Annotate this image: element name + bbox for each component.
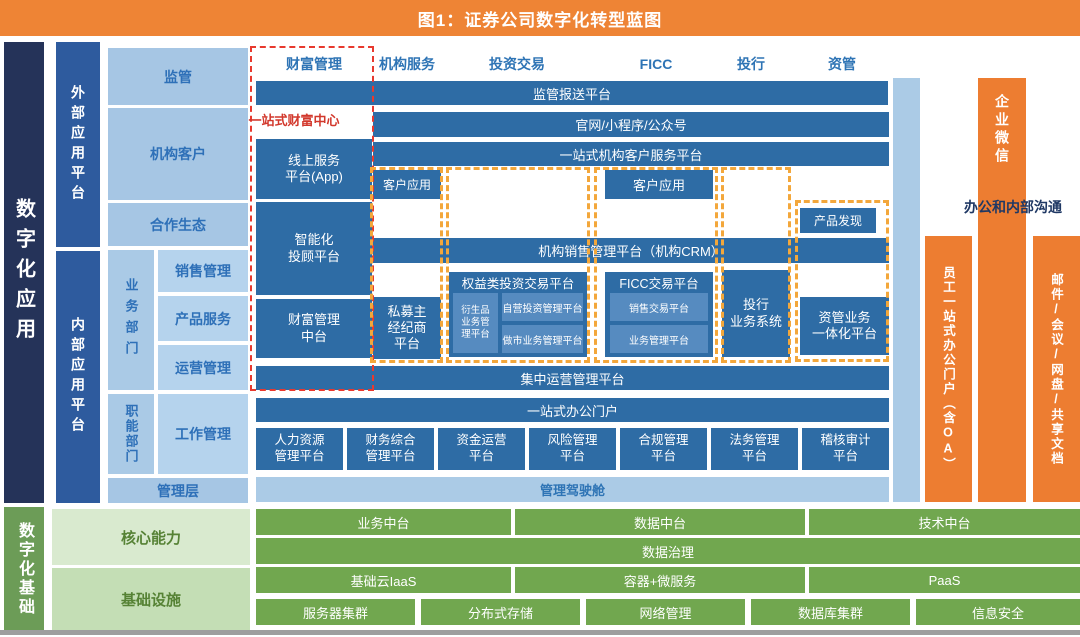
infrastructure-box: 基础设施 [52,568,250,630]
wealth-middle-box: 财富管理 中台 [256,299,372,358]
core-capability-box: 核心能力 [52,509,250,565]
mail-bar: 邮件/会议/网盘/共享文档 [1033,236,1080,502]
customer-app-box-1: 客户应用 [373,170,441,199]
staff-portal-bar: 员工一站式办公门户（含OA） [925,236,972,502]
asset-mgmt-box: 资管业务 一体化平台 [800,297,889,355]
network-mgmt-box: 网络管理 [586,599,745,625]
biz-mgmt-box: 业务管理平台 [610,325,708,353]
central-ops-bar: 集中运营管理平台 [256,366,889,390]
equity-trading-block: 权益类投资交易平台 衍生品 业务管 理平台 自营投资管理平台 做市业务管理平台 [449,272,587,357]
col-header-ib: 投行 [737,56,765,72]
prop-invest-box: 自营投资管理平台 [502,293,583,321]
wechat-label: 企业微信 [994,94,1010,166]
ops-mgmt-box: 运营管理 [158,345,248,390]
mgmt-layer-box: 管理层 [108,478,248,503]
functional-dept-box: 职能部门 [108,394,154,474]
staff-portal-label: 员工一站式办公门户（含OA） [941,266,955,472]
col-header-ficc: FICC [639,56,673,72]
sales-mgmt-box: 销售管理 [158,250,248,292]
online-service-app-box: 线上服务 平台(App) [256,139,372,199]
col-header-invest-trading: 投资交易 [489,56,545,72]
data-governance-bar: 数据治理 [256,538,1080,564]
finance-platform-box: 财务综合 管理平台 [347,428,434,470]
ecosystem-box: 合作生态 [108,203,248,246]
mail-label: 邮件/会议/网盘/共享文档 [1049,272,1063,466]
page-title: 图1：证券公司数字化转型蓝图 [417,10,663,30]
derivatives-box: 衍生品 业务管 理平台 [453,293,498,353]
hr-platform-box: 人力资源 管理平台 [256,428,343,470]
compliance-platform-box: 合规管理 平台 [620,428,707,470]
product-service-box: 产品服务 [158,296,248,341]
legal-platform-box: 法务管理 平台 [711,428,798,470]
institutional-client-box: 机构客户 [108,108,248,200]
office-portal-bar: 一站式办公门户 [256,398,889,422]
digital-application-label: 数字化应用 [12,197,35,348]
ib-system-box: 投行 业务系统 [722,270,790,357]
ficc-trading-title: FICC交易平台 [619,277,699,291]
biz-middle-platform-box: 业务中台 [256,509,511,535]
equity-trading-title: 权益类投资交易平台 [461,277,575,291]
work-mgmt-box: 工作管理 [158,394,248,474]
inst-customer-service-bar: 一站式机构客户服务平台 [373,142,889,166]
treasury-platform-box: 资金运营 平台 [438,428,525,470]
distributed-storage-box: 分布式存储 [421,599,580,625]
regulator-box: 监管 [108,48,248,105]
title-bar: 图1：证券公司数字化转型蓝图 [0,0,1080,36]
official-web-bar: 官网/小程序/公众号 [373,112,889,137]
col-header-institution: 机构服务 [379,56,435,72]
audit-platform-box: 稽核审计 平台 [802,428,889,470]
digital-application-bar: 数字化应用 [4,42,44,503]
inst-crm-bar: 机构销售管理平台（机构CRM） [373,238,889,263]
regulatory-report-bar: 监管报送平台 [256,81,888,105]
customer-app-box-2: 客户应用 [605,170,713,199]
paas-box: PaaS [809,567,1080,593]
data-middle-platform-box: 数据中台 [515,509,805,535]
functional-dept-label: 职能部门 [123,404,139,464]
business-dept-label: 业务部门 [123,278,139,362]
wealth-center-label: 一站式财富中心 [248,113,340,128]
server-cluster-box: 服务器集群 [256,599,415,625]
smart-advisor-box: 智能化 投顾平台 [256,202,372,295]
business-dept-box: 业务部门 [108,250,154,390]
office-comm-label: 办公和内部沟通 [964,199,1062,215]
wechat-bar: 企业微信 [978,78,1026,502]
col-header-wealth: 财富管理 [286,56,342,72]
mgmt-cockpit-bar: 管理驾驶舱 [256,477,889,502]
database-cluster-box: 数据库集群 [751,599,910,625]
private-broker-box: 私募主 经纪商 平台 [373,297,441,359]
col-header-asset-mgmt: 资管 [828,56,856,72]
internal-platform-bar: 内部应用平台 [56,251,100,503]
external-platform-label: 外部应用平台 [70,84,86,205]
product-discovery-box: 产品发现 [800,208,876,233]
risk-platform-box: 风险管理 平台 [529,428,616,470]
digital-foundation-bar: 数字化基础 [4,507,44,632]
cloud-iaas-box: 基础云IaaS [256,567,511,593]
digital-foundation-label: 数字化基础 [16,522,33,617]
market-making-box: 做市业务管理平台 [502,325,583,353]
right-divider-strip [893,78,920,502]
sales-trading-box: 销售交易平台 [610,293,708,321]
internal-platform-label: 内部应用平台 [70,317,86,437]
tech-middle-platform-box: 技术中台 [809,509,1080,535]
container-microservice-box: 容器+微服务 [515,567,805,593]
bottom-edge-line [0,630,1080,635]
external-platform-bar: 外部应用平台 [56,42,100,247]
ficc-trading-block: FICC交易平台 销售交易平台 业务管理平台 [605,272,713,357]
info-security-box: 信息安全 [916,599,1080,625]
